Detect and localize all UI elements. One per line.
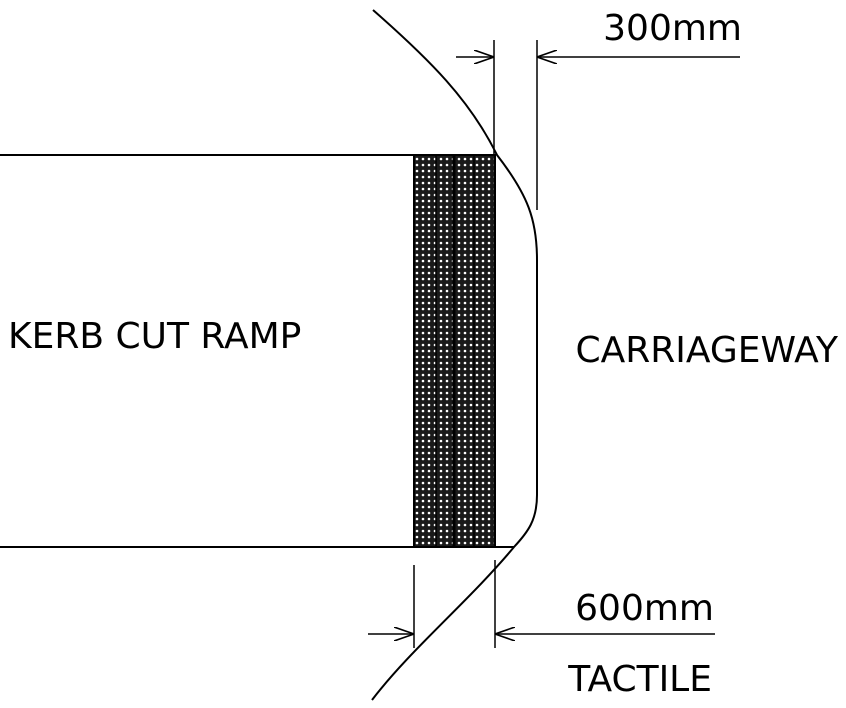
kerb-line bbox=[371, 9, 538, 701]
tactile-paving-strip bbox=[413, 154, 496, 548]
ramp-label: KERB CUT RAMP bbox=[8, 316, 301, 357]
dim-top-label: 300mm bbox=[603, 8, 742, 49]
dim-bottom-label: 600mm bbox=[575, 588, 714, 629]
carriageway-label: CARRIAGEWAY bbox=[576, 330, 840, 371]
dimension-600mm: 600mm TACTILE bbox=[368, 560, 715, 700]
dim-bottom-sublabel: TACTILE bbox=[567, 659, 712, 700]
dimension-300mm: 300mm bbox=[456, 8, 742, 210]
